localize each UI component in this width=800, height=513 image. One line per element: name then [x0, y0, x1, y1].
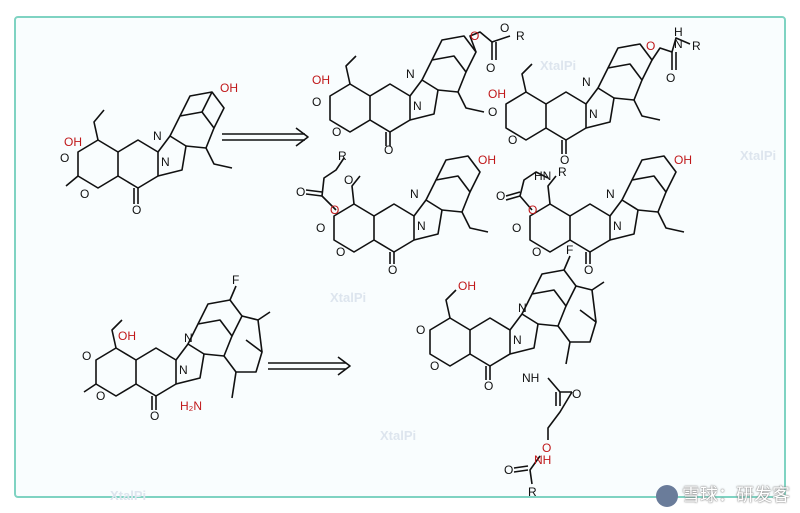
hydroxyl-label: OH [312, 73, 330, 87]
nitrogen-label: N [179, 363, 188, 377]
oxygen-label: O [430, 359, 439, 373]
hydroxyl-label: OH [64, 135, 82, 149]
watermark: XtalPi [740, 148, 776, 163]
nitrogen-label: N [417, 219, 426, 233]
nitrogen-label: N [413, 99, 422, 113]
oxygen-label: O [496, 189, 505, 203]
source-footer: 雪球：研发客 [656, 481, 790, 507]
oxygen-label: O [508, 133, 517, 147]
oxygen-label: O [484, 379, 493, 393]
hydroxyl-label: OH [488, 87, 506, 101]
fluorine-label: F [232, 273, 239, 287]
molecule-exatecan-conjugate [429, 255, 605, 485]
source-label: 雪球：研发客 [682, 485, 790, 506]
oxygen-label: O [532, 245, 541, 259]
oxygen-label: O [82, 349, 91, 363]
oxygen-label: O [512, 221, 521, 235]
oxygen-label: O [500, 21, 509, 35]
oxygen-label: O [542, 441, 551, 455]
oxygen-label: O [336, 245, 345, 259]
molecule-20-carbamate [505, 155, 685, 264]
xueqiu-logo-icon [656, 485, 678, 507]
oxygen-label: O [486, 61, 495, 75]
r-group-label: R [558, 165, 567, 179]
r-group-label: R [692, 39, 701, 53]
watermark: XtalPi [330, 290, 366, 305]
nitrogen-label: N [161, 155, 170, 169]
oxygen-label: O [384, 143, 393, 157]
oxygen-label: O [344, 173, 353, 187]
oxygen-label: O [150, 409, 159, 423]
oxygen-label: O [470, 29, 479, 43]
amide-nh-label: NH [522, 371, 539, 385]
molecule-camptothecin [65, 91, 233, 204]
amide-h-label: H [674, 25, 683, 39]
reaction-arrow [268, 356, 351, 376]
nitrogen-label: N [410, 187, 419, 201]
nitrogen-label: N [518, 301, 527, 315]
fluorine-label: F [566, 243, 573, 257]
molecule-exatecan [83, 285, 271, 410]
molecule-10-carbonate [329, 31, 511, 146]
watermark-group: XtalPi XtalPi XtalPi XtalPi XtalPi [110, 58, 776, 503]
nitrogen-label: N [153, 129, 162, 143]
nitrogen-label: N [674, 37, 683, 51]
oxygen-label: O [646, 39, 655, 53]
nitrogen-label: N [582, 75, 591, 89]
hn-label: HN [534, 169, 551, 183]
oxygen-label: O [330, 203, 339, 217]
oxygen-label: O [572, 387, 581, 401]
oxygen-label: O [132, 203, 141, 217]
oxygen-label: O [488, 105, 497, 119]
watermark: XtalPi [380, 428, 416, 443]
amine-label: H₂N [180, 399, 202, 413]
oxygen-label: O [388, 263, 397, 277]
r-group-label: R [338, 149, 347, 163]
nitrogen-label: N [184, 331, 193, 345]
nitrogen-label: N [513, 333, 522, 347]
oxygen-label: O [80, 187, 89, 201]
molecule-20-carbonate [305, 155, 489, 264]
hydroxyl-label: OH [674, 153, 692, 167]
nitrogen-label: N [613, 219, 622, 233]
hydroxyl-label: OH [478, 153, 496, 167]
reaction-arrow [222, 127, 309, 147]
amide-nh-label: NH [534, 453, 551, 467]
watermark: XtalPi [540, 58, 576, 73]
oxygen-label: O [296, 185, 305, 199]
oxygen-label: O [96, 389, 105, 403]
watermark: XtalPi [110, 488, 146, 503]
nitrogen-label: N [589, 107, 598, 121]
nitrogen-label: N [406, 67, 415, 81]
oxygen-label: O [312, 95, 321, 109]
oxygen-label: O [60, 151, 69, 165]
hydroxyl-label: OH [118, 329, 136, 343]
oxygen-label: O [560, 153, 569, 167]
oxygen-label: O [528, 203, 537, 217]
hydroxyl-label: OH [220, 81, 238, 95]
oxygen-label: O [416, 323, 425, 337]
oxygen-label: O [504, 463, 513, 477]
diagram-frame [14, 16, 786, 498]
hydroxyl-label: OH [458, 279, 476, 293]
oxygen-label: O [666, 71, 675, 85]
nitrogen-label: N [606, 187, 615, 201]
oxygen-label: O [584, 263, 593, 277]
r-group-label: R [516, 29, 525, 43]
oxygen-label: O [316, 221, 325, 235]
atom-labels: OH OH O O O N N O O O R OH O O O N N O O… [60, 21, 701, 499]
molecule-10-carbamate [505, 37, 691, 154]
oxygen-label: O [332, 125, 341, 139]
r-group-label: R [528, 485, 537, 499]
